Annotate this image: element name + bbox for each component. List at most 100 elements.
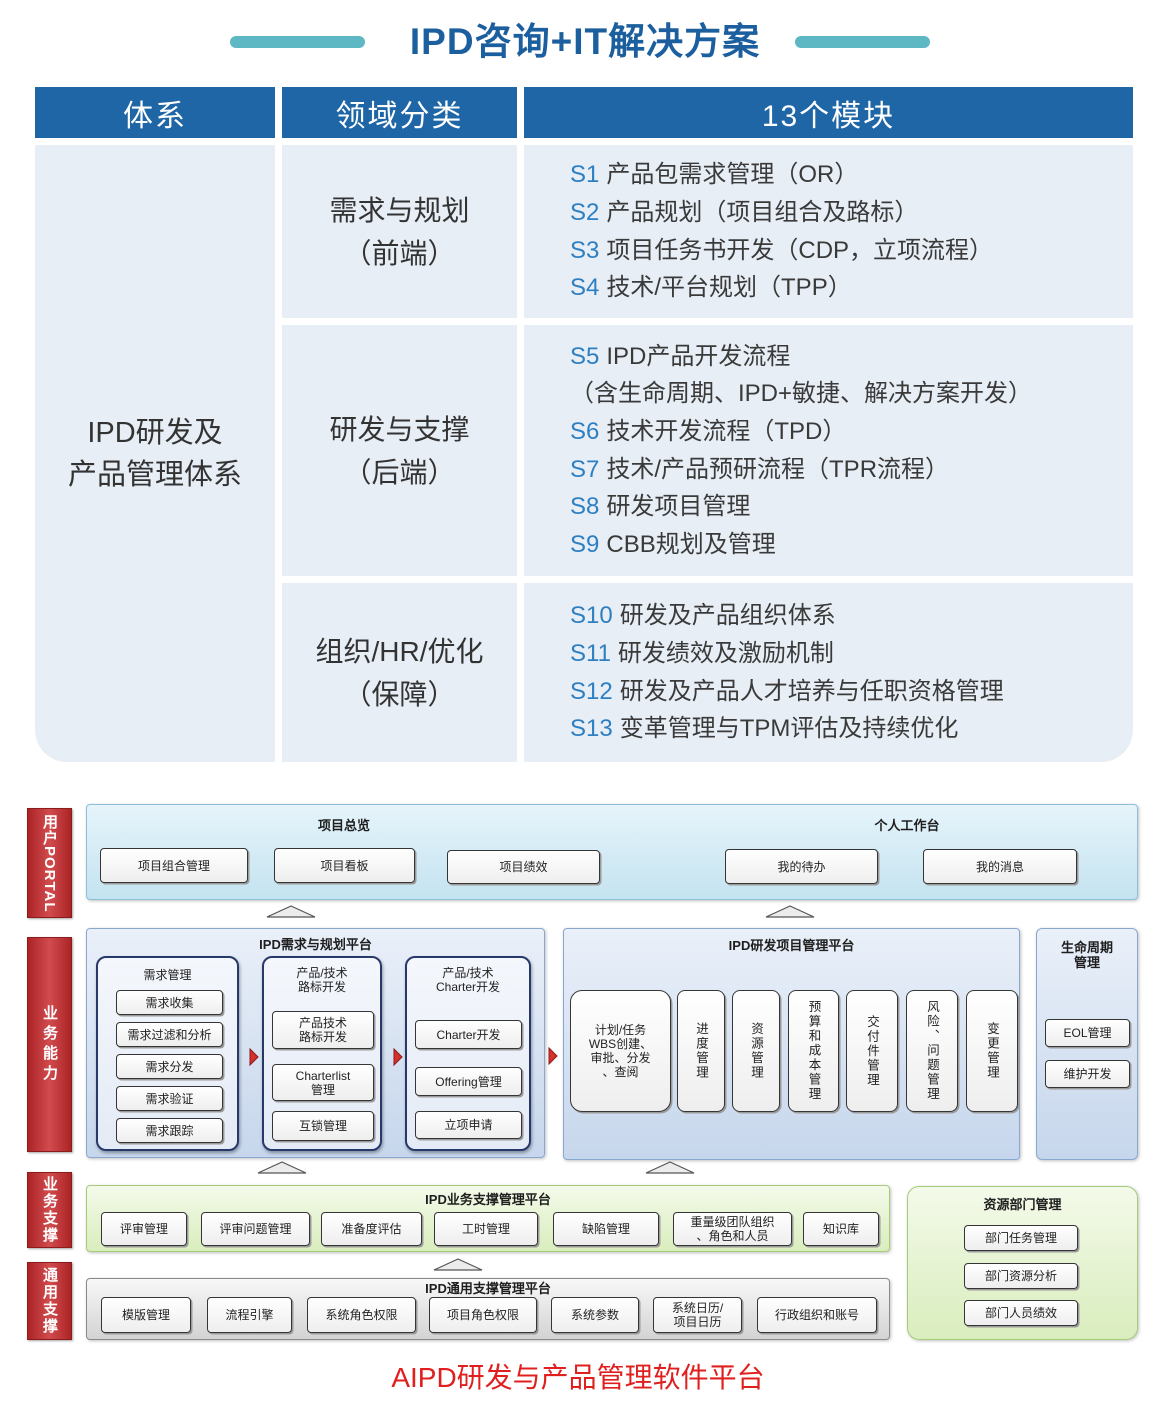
charter-development-box: Charter开发: [415, 1020, 522, 1049]
module-text: 研发及产品组织体系: [619, 602, 836, 630]
module-text: 研发及产品人才培养与任职资格管理: [619, 677, 1004, 705]
eol-management-box: EOL管理: [1045, 1019, 1130, 1047]
domain-cell: 需求与规划 （前端）: [282, 145, 517, 318]
knowledge-base-box: 知识库: [803, 1212, 879, 1246]
box-label: 进度管理: [694, 1022, 708, 1080]
module-code: S7: [570, 455, 600, 483]
module-text: IPD产品开发流程: [606, 342, 791, 370]
change-management-box: 变更管理: [966, 990, 1018, 1112]
risk-issue-management-box: 风险、问题管理: [906, 990, 958, 1112]
group-title: 产品/技术 路标开发: [296, 966, 348, 994]
module-code: S3: [570, 236, 600, 264]
department-performance-box: 部门人员绩效: [964, 1300, 1078, 1326]
module-code: S8: [570, 493, 600, 521]
maintenance-development-box: 维护开发: [1045, 1060, 1130, 1088]
defect-management-box: 缺陷管理: [553, 1212, 659, 1246]
up-arrow-icon: [765, 905, 815, 918]
requirements-platform-panel: IPD需求与规划平台 需求管理 需求收集 需求过滤和分析 需求分发 需求验证 需…: [86, 928, 545, 1158]
budget-cost-management-box: 预算和成本管理: [788, 990, 839, 1112]
project-role-permission-box: 项目角色权限: [429, 1297, 537, 1333]
charter-group: 产品/技术 Charter开发 Charter开发 Offering管理 立项申…: [405, 956, 531, 1151]
up-arrow-icon: [433, 1258, 483, 1271]
module-code: S4: [570, 274, 600, 302]
my-todo-box: 我的待办: [725, 849, 878, 884]
offering-management-box: Offering管理: [415, 1067, 522, 1096]
layer-label-capability: 业务能力: [27, 937, 72, 1152]
project-platform-panel: IPD研发项目管理平台 计划/任务 WBS创建、 审批、分发 、查阅 进度管理 …: [563, 928, 1020, 1160]
module-code: S5: [570, 342, 600, 370]
lifecycle-panel: 生命周期 管理 EOL管理 维护开发: [1036, 928, 1138, 1160]
common-support-title: IPD通用支撑管理平台: [425, 1281, 551, 1296]
domain-label: 研发与支撑 （后端）: [329, 413, 470, 488]
interlock-management-box: 互锁管理: [272, 1111, 374, 1141]
charterlist-management-box: Charterlist 管理: [272, 1064, 374, 1101]
resource-management-box: 资源管理: [732, 990, 780, 1112]
resource-department-title: 资源部门管理: [983, 1197, 1062, 1212]
module-code: S13: [570, 715, 613, 743]
right-arrow-icon: [548, 1047, 558, 1065]
module-code: S12: [570, 677, 613, 705]
project-platform-title: IPD研发项目管理平台: [728, 938, 855, 953]
module-text: 变革管理与TPM评估及持续优化: [619, 715, 959, 743]
title-bar-left: [230, 36, 365, 48]
layer-label-portal: 用户PORTAL: [27, 808, 72, 918]
project-performance-box: 项目绩效: [447, 850, 600, 884]
module-item-continuation: （含生命周期、IPD+敏捷、解决方案开发）: [570, 375, 1032, 413]
header-domain: 领域分类: [282, 87, 517, 138]
box-label: 交付件管理: [865, 1014, 879, 1088]
module-code: S11: [570, 639, 611, 667]
common-support-panel: IPD通用支撑管理平台 模版管理 流程引擎 系统角色权限 项目角色权限 系统参数…: [86, 1278, 890, 1340]
module-text: 技术开发流程（TPD）: [606, 417, 847, 445]
module-text: 项目任务书开发（CDP，立项流程）: [606, 236, 994, 264]
timesheet-management-box: 工时管理: [434, 1212, 538, 1246]
box-label: 资源管理: [749, 1022, 763, 1080]
heavyweight-team-box: 重量级团队组织 、角色和人员: [673, 1212, 792, 1246]
header-modules: 13个模块: [524, 87, 1133, 138]
business-support-title: IPD业务支撑管理平台: [425, 1192, 551, 1207]
domain-label: 需求与规划 （前端）: [329, 194, 470, 269]
schedule-management-box: 进度管理: [677, 990, 725, 1112]
department-task-box: 部门任务管理: [964, 1225, 1078, 1251]
workflow-engine-box: 流程引擎: [207, 1297, 292, 1333]
module-text: 技术/产品预研流程（TPR流程）: [606, 455, 950, 483]
organization-account-box: 行政组织和账号: [757, 1297, 877, 1333]
system-label: IPD研发及 产品管理体系: [67, 416, 242, 491]
requirement-tracking-box: 需求跟踪: [116, 1118, 223, 1143]
module-code: S6: [570, 417, 600, 445]
box-label: 变更管理: [985, 1022, 999, 1080]
up-arrow-icon: [645, 1161, 695, 1174]
system-cell: IPD研发及 产品管理体系: [35, 145, 275, 762]
project-approval-box: 立项申请: [415, 1111, 522, 1139]
business-support-panel: IPD业务支撑管理平台 评审管理 评审问题管理 准备度评估 工时管理 缺陷管理 …: [86, 1185, 890, 1252]
roadmap-group: 产品/技术 路标开发 产品技术 路标开发 Charterlist 管理 互锁管理: [262, 956, 382, 1151]
module-code: S9: [570, 530, 600, 558]
system-parameters-box: 系统参数: [551, 1297, 639, 1333]
domain-cell: 组织/HR/优化 （保障）: [282, 583, 517, 762]
module-text: 技术/平台规划（TPP）: [606, 274, 852, 302]
title-bar-right: [795, 36, 930, 48]
portal-panel: 项目总览 个人工作台 项目组合管理 项目看板 项目绩效 我的待办 我的消息: [86, 804, 1138, 900]
page-title: IPD咨询+IT解决方案: [409, 21, 761, 62]
module-text: 产品规划（项目组合及路标）: [606, 198, 919, 226]
calendar-box: 系统日历/ 项目日历: [653, 1297, 742, 1333]
readiness-assessment-box: 准备度评估: [321, 1212, 422, 1246]
up-arrow-icon: [266, 905, 316, 918]
resource-department-panel: 资源部门管理 部门任务管理 部门资源分析 部门人员绩效: [907, 1186, 1138, 1340]
module-text: 产品包需求管理（OR）: [606, 161, 859, 189]
plan-task-box: 计划/任务 WBS创建、 审批、分发 、查阅: [570, 990, 671, 1112]
review-management-box: 评审管理: [101, 1212, 187, 1246]
project-overview-title: 项目总览: [317, 818, 370, 833]
